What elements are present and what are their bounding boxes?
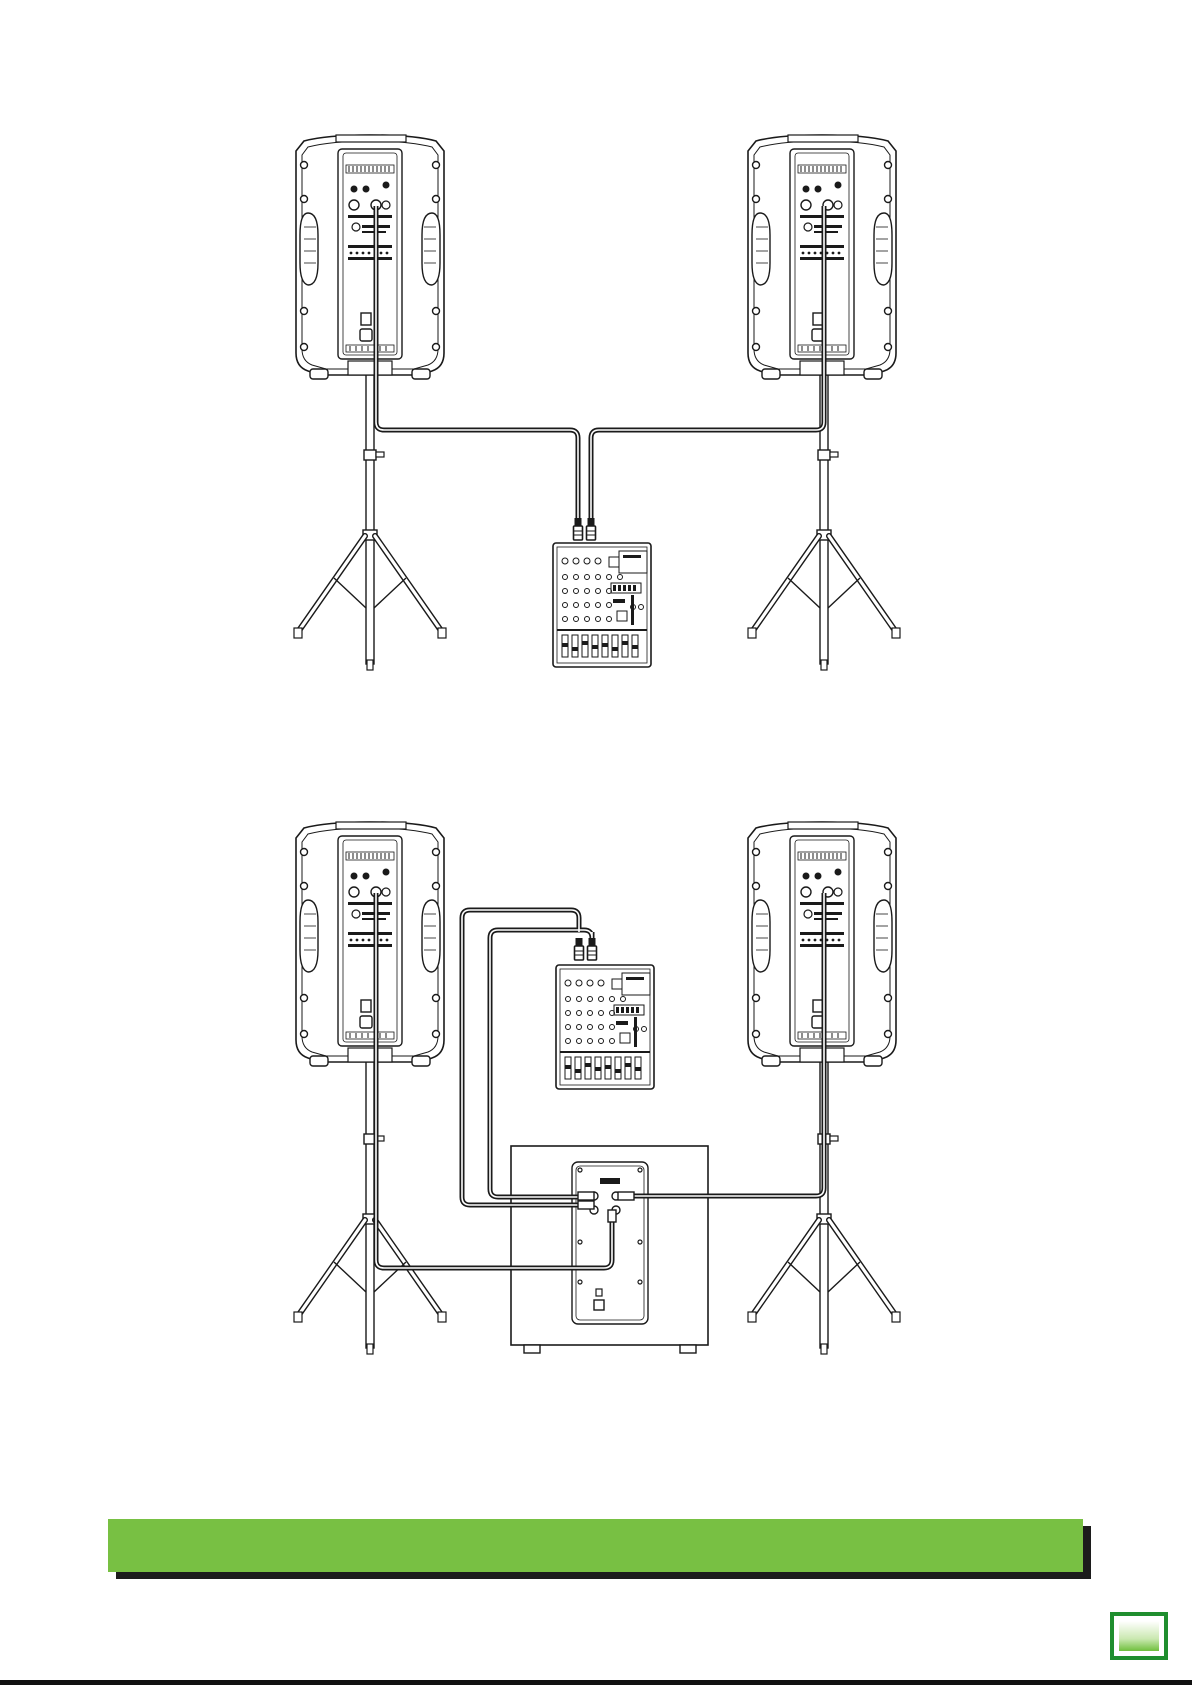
xlr-plug xyxy=(574,518,583,540)
xlr-plug xyxy=(575,938,584,960)
bottom-setup xyxy=(294,822,900,1354)
stand-top-left xyxy=(294,364,446,670)
xlr-plug xyxy=(608,1210,616,1222)
xlr-plug xyxy=(578,1201,594,1209)
speaker-top-left xyxy=(296,135,444,379)
top-setup xyxy=(294,135,900,670)
page-number-box-fill xyxy=(1119,1621,1159,1651)
speaker-bottom-left xyxy=(296,822,444,1066)
page-number-box xyxy=(1110,1612,1168,1660)
mixer-top xyxy=(553,543,651,667)
bottom-rule xyxy=(0,1680,1192,1685)
xlr-plug xyxy=(588,938,597,960)
xlr-plug xyxy=(578,1192,594,1200)
section-bar xyxy=(108,1519,1083,1572)
xlr-plug xyxy=(618,1192,634,1200)
xlr-plug xyxy=(587,518,596,540)
stand-bottom-left xyxy=(294,1048,446,1354)
mixer-bottom xyxy=(556,965,654,1089)
